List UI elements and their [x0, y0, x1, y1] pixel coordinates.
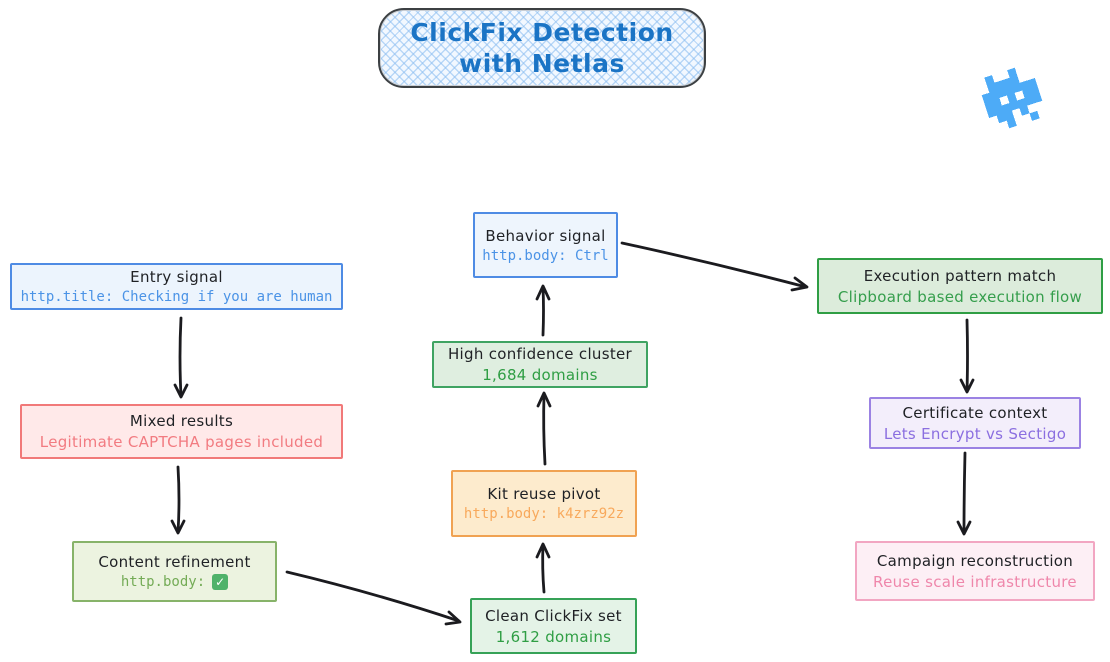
arrow-execution-to-certificate	[959, 318, 975, 394]
node-entry-signal: Entry signal http.title: Checking if you…	[10, 263, 343, 310]
node-mixed-results: Mixed results Legitimate CAPTCHA pages i…	[20, 404, 343, 459]
node-clean-clickfix-set: Clean ClickFix set 1,612 domains	[470, 598, 637, 654]
arrow-certificate-to-campaign	[956, 451, 972, 536]
node-title: High confidence cluster	[447, 345, 633, 363]
arrow-refine-to-clean	[285, 570, 462, 626]
node-subtitle: http.body: ✓	[120, 574, 229, 590]
node-subtitle: 1,684 domains	[482, 366, 598, 384]
node-title: Execution pattern match	[863, 266, 1057, 285]
node-certificate-context: Certificate context Lets Encrypt vs Sect…	[869, 397, 1081, 449]
node-subtitle: http.body: Ctrl	[482, 247, 609, 264]
check-icon: ✓	[212, 574, 229, 590]
title-banner: ClickFix Detection with Netlas	[378, 8, 706, 88]
node-title: Clean ClickFix set	[485, 606, 622, 625]
arrow-clean-to-kit	[535, 542, 551, 594]
node-title: Kit reuse pivot	[487, 485, 601, 503]
node-kit-reuse-pivot: Kit reuse pivot http.body: k4zrz92z	[451, 470, 637, 537]
arrow-behavior-to-execution	[620, 241, 809, 292]
node-subtitle: Clipboard based execution flow	[837, 287, 1083, 306]
node-subtitle-text: http.body:	[120, 574, 206, 590]
arrow-kit-to-cluster	[536, 391, 552, 466]
node-high-confidence-cluster: High confidence cluster 1,684 domains	[432, 341, 648, 388]
node-subtitle: Reuse scale infrastructure	[873, 572, 1077, 591]
node-subtitle: 1,612 domains	[495, 627, 612, 646]
node-title: Mixed results	[129, 412, 234, 430]
node-execution-pattern-match: Execution pattern match Clipboard based …	[817, 258, 1103, 314]
node-behavior-signal: Behavior signal http.body: Ctrl	[473, 212, 618, 278]
node-content-refinement: Content refinement http.body: ✓	[72, 541, 277, 602]
virus-icon	[977, 63, 1048, 134]
node-title: Content refinement	[98, 553, 251, 571]
node-subtitle: http.title: Checking if you are human	[20, 289, 333, 305]
node-subtitle: http.body: k4zrz92z	[463, 506, 625, 522]
arrow-entry-to-mixed	[173, 316, 189, 399]
node-subtitle: Lets Encrypt vs Sectigo	[883, 424, 1067, 443]
arrow-cluster-to-behavior	[535, 284, 551, 337]
page-title: ClickFix Detection with Netlas	[410, 17, 674, 78]
node-title: Certificate context	[902, 403, 1048, 422]
node-title: Behavior signal	[485, 226, 606, 245]
node-title: Campaign reconstruction	[876, 551, 1074, 570]
arrow-mixed-to-refine	[170, 465, 186, 535]
node-subtitle: Legitimate CAPTCHA pages included	[39, 433, 324, 451]
node-campaign-reconstruction: Campaign reconstruction Reuse scale infr…	[855, 541, 1095, 601]
node-title: Entry signal	[130, 268, 223, 286]
